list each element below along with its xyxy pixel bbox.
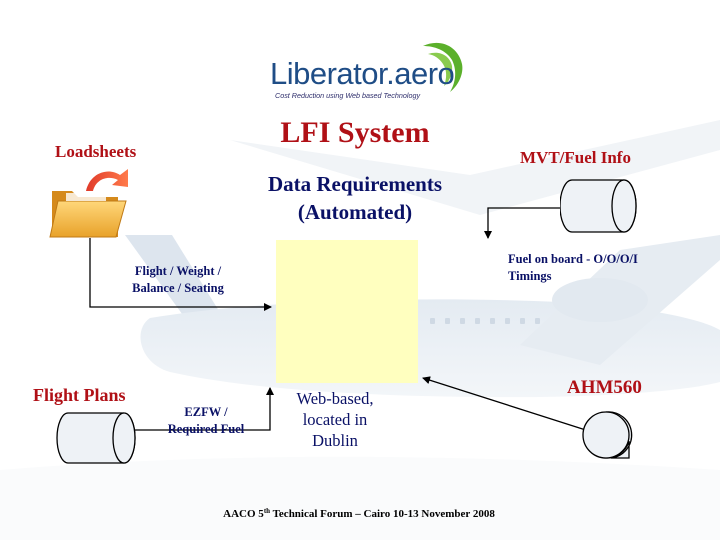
web-based-caption: Web-based, located in Dublin [296,389,374,450]
disk-icon [582,411,633,459]
cylinder-icon [56,412,136,464]
loadsheets-label: Loadsheets [55,142,137,161]
connector-fuel-on-board [484,207,566,239]
footer-text: AACO 5th Technical Forum – Cairo 10-13 N… [198,507,520,520]
connector-ezfw [134,387,274,431]
footer-prefix: AACO 5 [223,508,264,520]
ezfw-label: EZFW / Required Fuel [167,405,245,436]
fuel-on-board-label: Fuel on board - O/O/O/I Timings [508,252,638,283]
flight-weight-label: Flight / Weight / Balance / Seating [132,264,224,295]
lfi-system-box [276,240,418,383]
footer-suffix: Technical Forum – Cairo 10-13 November 2… [270,508,495,520]
diagram-subtitle: Data Requirements (Automated) [267,172,442,224]
diagram-title: LFI System [280,116,430,149]
mvt-fuel-label: MVT/Fuel Info [520,148,631,167]
flight-plans-label: Flight Plans [33,385,126,405]
logo-tagline: Cost Reduction using Web based Technolog… [275,91,421,100]
cylinder-icon [560,179,637,233]
footer-superscript: th [263,507,271,515]
connector-ahm560 [422,376,593,433]
liberator-logo: Liberator.aero Cost Reduction using Web … [268,38,468,104]
folder-icon [49,169,128,238]
connector-flight-weight [89,238,272,311]
logo-swoosh-icon [423,42,463,92]
logo-name: Liberator.aero [270,56,455,91]
ahm560-label: AHM560 [567,377,642,398]
